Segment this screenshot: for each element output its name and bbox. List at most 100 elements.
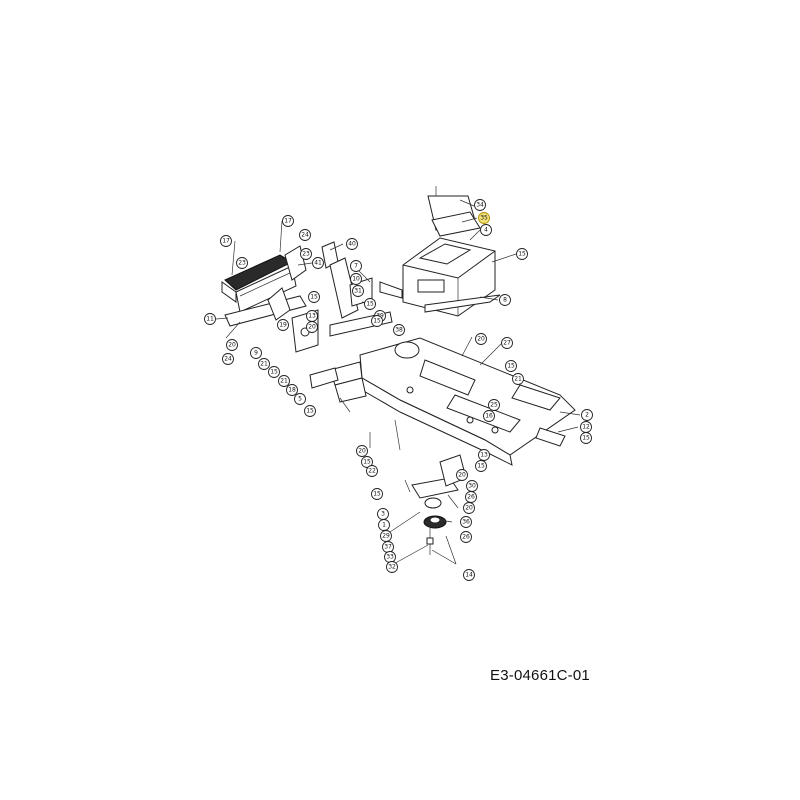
callout-15: 15: [371, 488, 383, 500]
svg-text:31: 31: [354, 288, 362, 295]
svg-text:17: 17: [284, 218, 292, 225]
callout-13: 13: [478, 449, 490, 461]
callout-20: 20: [356, 445, 368, 457]
svg-text:15: 15: [363, 459, 371, 466]
callout-35-highlighted: 35: [478, 212, 490, 224]
svg-text:21: 21: [280, 378, 288, 385]
svg-text:5: 5: [298, 396, 302, 403]
svg-text:15: 15: [373, 318, 381, 325]
callout-15: 15: [268, 366, 280, 378]
callout-24: 24: [299, 229, 311, 241]
callout-16: 16: [483, 410, 495, 422]
svg-text:19: 19: [279, 322, 287, 329]
callout-17: 17: [282, 215, 294, 227]
svg-text:15: 15: [270, 369, 278, 376]
svg-text:26: 26: [462, 534, 470, 541]
callout-29: 29: [380, 530, 392, 542]
callout-22: 22: [366, 465, 378, 477]
svg-text:29: 29: [382, 533, 390, 540]
svg-text:24: 24: [301, 232, 309, 239]
svg-text:20: 20: [228, 342, 236, 349]
callout-8: 8: [499, 294, 511, 306]
svg-text:30: 30: [468, 483, 476, 490]
svg-text:15: 15: [310, 294, 318, 301]
callout-15: 15: [516, 248, 528, 260]
svg-text:38: 38: [395, 327, 403, 334]
callout-21: 21: [278, 375, 290, 387]
callout-34: 34: [474, 199, 486, 211]
svg-text:27: 27: [503, 340, 511, 347]
callout-31: 31: [352, 285, 364, 297]
svg-text:41: 41: [314, 260, 322, 267]
callout-20: 20: [226, 339, 238, 351]
svg-text:20: 20: [477, 336, 485, 343]
callout-32: 32: [386, 561, 398, 573]
callout-15: 15: [304, 405, 316, 417]
callout-11: 11: [204, 313, 216, 325]
callout-20: 20: [456, 469, 468, 481]
callout-14: 14: [463, 569, 475, 581]
callout-30: 30: [466, 480, 478, 492]
callout-13: 13: [306, 310, 318, 322]
callout-20: 20: [463, 502, 475, 514]
callout-23: 23: [236, 257, 248, 269]
callout-25: 25: [488, 399, 500, 411]
main-frame: [329, 337, 576, 466]
svg-text:15: 15: [477, 463, 485, 470]
svg-text:25: 25: [490, 402, 498, 409]
battery-box: [402, 237, 501, 317]
svg-text:15: 15: [582, 435, 590, 442]
drawing-code-label: E3-04661C-01: [490, 667, 590, 684]
svg-text:40: 40: [348, 241, 356, 248]
callout-5: 5: [294, 393, 306, 405]
svg-text:2: 2: [585, 412, 589, 419]
callout-bubbles: 34 35 4 15 8 17 17 24 23 23 40 41 7 10 3…: [204, 199, 593, 581]
battery-cover: [427, 186, 481, 237]
svg-text:11: 11: [206, 316, 214, 323]
svg-text:23: 23: [302, 251, 310, 258]
callout-15: 15: [580, 432, 592, 444]
callout-15: 15: [475, 460, 487, 472]
callout-15: 15: [371, 315, 383, 327]
callout-15: 15: [308, 291, 320, 303]
callout-27: 27: [501, 337, 513, 349]
svg-text:22: 22: [368, 468, 376, 475]
svg-text:15: 15: [518, 251, 526, 258]
callout-26: 26: [460, 531, 472, 543]
svg-text:20: 20: [358, 448, 366, 455]
svg-text:15: 15: [366, 301, 374, 308]
callout-17: 17: [220, 235, 232, 247]
svg-text:16: 16: [485, 413, 493, 420]
callout-18: 18: [286, 384, 298, 396]
svg-text:4: 4: [484, 227, 488, 234]
svg-text:20: 20: [465, 505, 473, 512]
callout-1: 1: [378, 519, 390, 531]
svg-text:35: 35: [480, 215, 488, 222]
svg-text:20: 20: [308, 324, 316, 331]
callout-4: 4: [480, 224, 492, 236]
rear-fasteners: [339, 397, 459, 509]
svg-text:15: 15: [306, 408, 314, 415]
svg-text:10: 10: [352, 276, 360, 283]
svg-text:33: 33: [386, 554, 394, 561]
callout-2: 2: [581, 409, 593, 421]
callout-26: 26: [465, 491, 477, 503]
callout-10: 10: [350, 273, 362, 285]
svg-text:32: 32: [388, 564, 396, 571]
svg-text:24: 24: [224, 356, 232, 363]
svg-text:14: 14: [465, 572, 473, 579]
svg-text:21: 21: [260, 361, 268, 368]
svg-text:18: 18: [288, 387, 296, 394]
callout-20: 20: [475, 333, 487, 345]
callout-36: 36: [460, 516, 472, 528]
svg-text:9: 9: [254, 350, 258, 357]
callout-33: 33: [384, 551, 396, 563]
svg-text:37: 37: [384, 544, 392, 551]
callout-9: 9: [250, 347, 262, 359]
svg-text:21: 21: [514, 376, 522, 383]
callout-15: 15: [361, 456, 373, 468]
callout-38: 38: [393, 324, 405, 336]
callout-3: 3: [377, 508, 389, 520]
callout-41: 41: [312, 257, 324, 269]
callout-12: 12: [580, 421, 592, 433]
